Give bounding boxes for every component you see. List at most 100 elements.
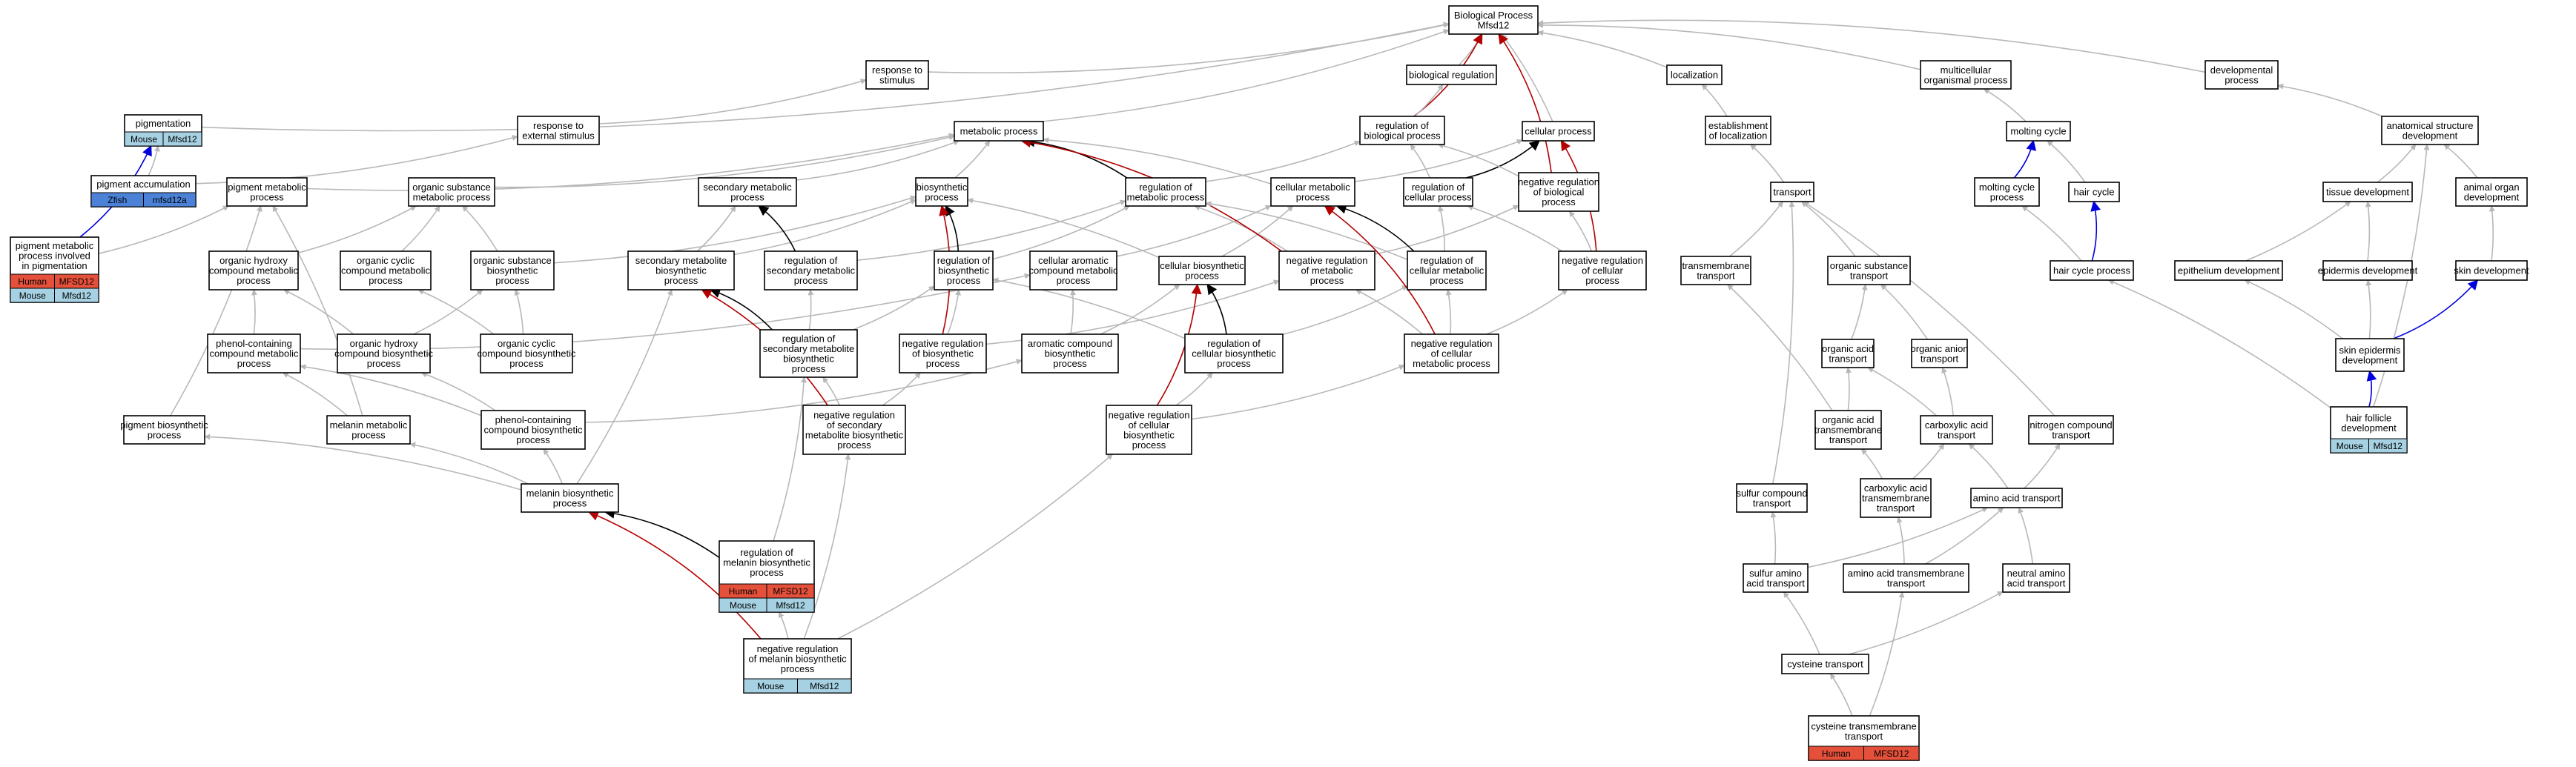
term-box — [2006, 121, 2071, 142]
edge-is-a — [1803, 201, 2055, 416]
term-label: amino acid transport — [1973, 493, 2061, 504]
go-term-hair-cycle[interactable]: hair cycle — [2068, 182, 2120, 202]
go-term-cellproc[interactable]: cellular process — [1522, 121, 1595, 142]
edge-positively-regulates — [2366, 370, 2377, 408]
term-label: process — [237, 358, 271, 369]
go-term-epith-dev[interactable]: epithelium development — [2174, 260, 2283, 281]
edge-is-a — [796, 139, 960, 181]
edge-part-of — [1206, 283, 1227, 335]
go-term-metab[interactable]: metabolic process — [954, 121, 1044, 142]
go-term-transport[interactable]: transport — [1770, 182, 1814, 202]
go-term-amino-acid-trans[interactable]: amino acid transport — [1970, 488, 2063, 508]
edge-is-a — [1191, 364, 1405, 420]
go-term-tissue-dev[interactable]: tissue development — [2322, 182, 2413, 202]
edge-is-a — [201, 21, 1450, 132]
edge-is-a — [300, 364, 482, 416]
go-term-cysteine-trans[interactable]: cysteine transport — [1781, 654, 1869, 674]
edge-is-a — [733, 199, 917, 256]
term-label: regulation of — [937, 255, 991, 266]
term-label: cellular process — [1525, 126, 1592, 137]
edge-is-a — [1925, 507, 2004, 565]
go-term-skin-dev[interactable]: skin development — [2454, 260, 2529, 281]
go-term-bio-reg[interactable]: biological regulation — [1406, 64, 1497, 85]
edge-is-a — [1869, 591, 1905, 717]
go-term-molting[interactable]: molting cycle — [2006, 121, 2071, 142]
go-term-localization[interactable]: localization — [1666, 64, 1723, 85]
edge-part-of — [1024, 136, 1128, 179]
go-term-epid-dev[interactable]: epidermis development — [2318, 260, 2418, 281]
term-label: negative regulation — [757, 643, 839, 654]
term-label: transport — [1887, 577, 1926, 588]
edge-is-a — [1041, 29, 1450, 122]
term-box — [340, 250, 432, 290]
term-label: nitrogen compound — [2030, 419, 2112, 431]
go-term-hair-cycle-proc[interactable]: hair cycle process — [2050, 260, 2134, 281]
edge-regulates — [1324, 205, 1436, 335]
species-label: Human — [1822, 748, 1851, 759]
